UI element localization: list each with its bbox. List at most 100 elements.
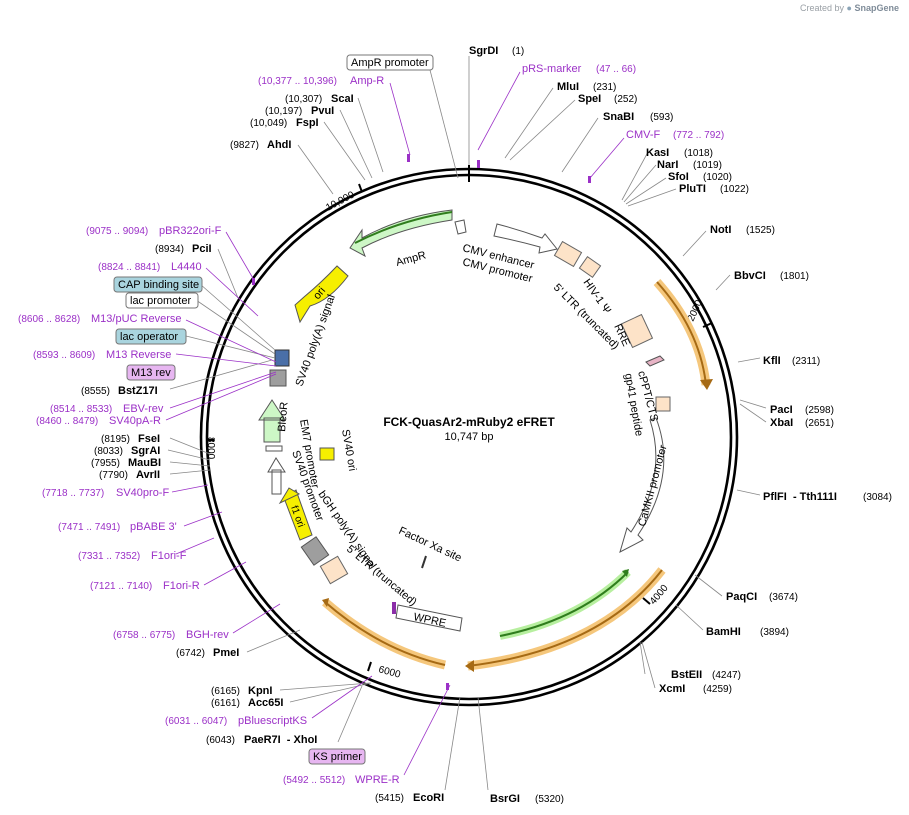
site-scai-pos: (10,307) bbox=[285, 94, 322, 105]
snapgene-credit: Created by ● SnapGene bbox=[800, 3, 899, 13]
primer-sv40prof-range: (7718 .. 7737) bbox=[42, 488, 104, 499]
site-avrii: AvrII bbox=[136, 469, 160, 481]
site-kfli: KflI bbox=[763, 355, 781, 367]
site-paci-pos: (2598) bbox=[805, 405, 834, 416]
primer-sv40prof: SV40pro-F bbox=[116, 487, 169, 499]
primer-ampr: Amp-R bbox=[350, 75, 384, 87]
primer-leaders bbox=[165, 71, 625, 776]
leader-pbr bbox=[225, 231, 255, 281]
site-sgrai: SgrAI bbox=[131, 445, 160, 457]
leader-bstz17i bbox=[169, 359, 273, 390]
leader-pcii bbox=[217, 248, 239, 299]
site-bstz17i: BstZ17I bbox=[118, 385, 158, 397]
primer-m13reverse: M13 Reverse bbox=[106, 349, 171, 361]
mark-5 bbox=[446, 683, 449, 690]
site-spei: SpeI bbox=[578, 93, 601, 105]
leader-m13puc bbox=[185, 319, 277, 363]
site-pmei-pos: (6742) bbox=[176, 648, 205, 659]
site-mlui: MluI bbox=[557, 81, 579, 93]
leader-prs bbox=[477, 71, 521, 151]
site-ahdi-pos: (9827) bbox=[230, 140, 259, 151]
leader-ampr-promoter bbox=[429, 69, 459, 179]
site-snabi-pos: (593) bbox=[650, 112, 673, 123]
primer-cmvf: CMV-F bbox=[626, 129, 661, 141]
tick-marks bbox=[206, 165, 713, 672]
leader-ampr-primer bbox=[389, 82, 411, 156]
ltr-box-1 bbox=[553, 240, 583, 268]
leader-pbabe bbox=[183, 511, 223, 527]
site-bsteii-pos: (4247) bbox=[712, 670, 741, 681]
site-fsei: FseI bbox=[138, 433, 160, 445]
primer-pbabe: pBABE 3' bbox=[130, 521, 177, 533]
tick-label-6000: 6000 bbox=[377, 664, 402, 680]
leader-bbvci bbox=[715, 274, 731, 291]
wpre-primer-mark bbox=[392, 602, 396, 614]
primer-ebvrev: EBV-rev bbox=[123, 403, 164, 415]
label-5ltr: 5' LTR (truncated) bbox=[551, 282, 621, 352]
leader-bghrev bbox=[232, 603, 281, 634]
site-nari: NarI bbox=[657, 159, 678, 171]
site-kasi: KasI bbox=[646, 147, 669, 159]
site-bamhi-pos: (3894) bbox=[760, 627, 789, 638]
site-avrii-pos: (7790) bbox=[99, 470, 128, 481]
leader-noti bbox=[682, 230, 707, 257]
primer-cmvf-range: (772 .. 792) bbox=[673, 130, 724, 141]
ltr-box-2 bbox=[319, 555, 349, 585]
mark-3 bbox=[407, 154, 410, 162]
tick-6000 bbox=[367, 661, 372, 672]
primer-sv40par-range: (8460 .. 8479) bbox=[36, 416, 98, 427]
tick-4000 bbox=[642, 597, 651, 605]
site-spei-pos: (252) bbox=[614, 94, 637, 105]
f1-ori-head bbox=[278, 487, 301, 505]
primer-l4440: L4440 bbox=[171, 261, 202, 273]
site-bbvci: BbvCI bbox=[734, 270, 766, 282]
site-nari-pos: (1019) bbox=[693, 160, 722, 171]
ks-primer-box bbox=[308, 748, 366, 765]
green-arc-head bbox=[622, 569, 629, 577]
site-xhoi-pos: (6043) bbox=[206, 735, 235, 746]
cds-arc-right-line bbox=[656, 281, 707, 386]
site-pvui-pos: (10,197) bbox=[265, 106, 302, 117]
label-bleor: BleoR bbox=[276, 401, 291, 432]
tick-2000 bbox=[702, 322, 713, 328]
plasmid-size: 10,747 bp bbox=[445, 431, 494, 443]
primer-m13puc-range: (8606 .. 8628) bbox=[18, 314, 80, 325]
site-ahdi: AhdI bbox=[267, 139, 291, 151]
label-bgh: bGH poly(A) signal bbox=[316, 489, 379, 572]
credit-prefix: Created by bbox=[799, 3, 845, 13]
em7-box bbox=[265, 445, 283, 452]
site-kpni-pos: (6165) bbox=[211, 686, 240, 697]
site-ecori: EcoRI bbox=[413, 792, 444, 804]
site-bsrgi-pos: (5320) bbox=[535, 794, 564, 805]
leader-mlu bbox=[504, 87, 554, 159]
mark-1 bbox=[477, 160, 480, 168]
primer-f1orir-range: (7121 .. 7140) bbox=[90, 581, 152, 592]
bleor-arrow bbox=[258, 399, 286, 443]
green-arc bbox=[499, 569, 631, 640]
primer-sv40par: SV40pA-R bbox=[109, 415, 161, 427]
site-xbai-pos: (2651) bbox=[805, 418, 834, 429]
site-sgrdi-pos: (1) bbox=[512, 46, 524, 57]
camkii-promoter-arrow bbox=[619, 417, 665, 553]
primer-f1orif: F1ori-F bbox=[151, 550, 187, 562]
site-pluti-pos: (1022) bbox=[720, 184, 749, 195]
ampr-promoter-box bbox=[346, 54, 434, 71]
lac-operator-label: lac operator bbox=[120, 331, 178, 343]
leader-kas bbox=[621, 151, 677, 207]
leader-paci bbox=[739, 399, 767, 423]
site-noti: NotI bbox=[710, 224, 731, 236]
cds-arc-bottom-line bbox=[467, 569, 663, 667]
primer-m13reverse-range: (8593 .. 8609) bbox=[33, 350, 95, 361]
site-xbai: XbaI bbox=[770, 417, 793, 429]
leader-snabi bbox=[561, 117, 599, 173]
site-paqci: PaqCI bbox=[726, 591, 757, 603]
cds-arc-left-head bbox=[322, 598, 329, 607]
cap-site-box bbox=[113, 276, 203, 293]
primer-labels: pRS-marker (47 .. 66) CMV-F (772 .. 792)… bbox=[18, 63, 724, 786]
site-xcmi: XcmI bbox=[659, 683, 685, 695]
cds-arc-left-line bbox=[324, 601, 446, 666]
credit-brand: SnapGene bbox=[854, 3, 899, 13]
label-camkii: CaMKII promoter bbox=[636, 443, 669, 527]
leader-pmei bbox=[246, 629, 301, 653]
